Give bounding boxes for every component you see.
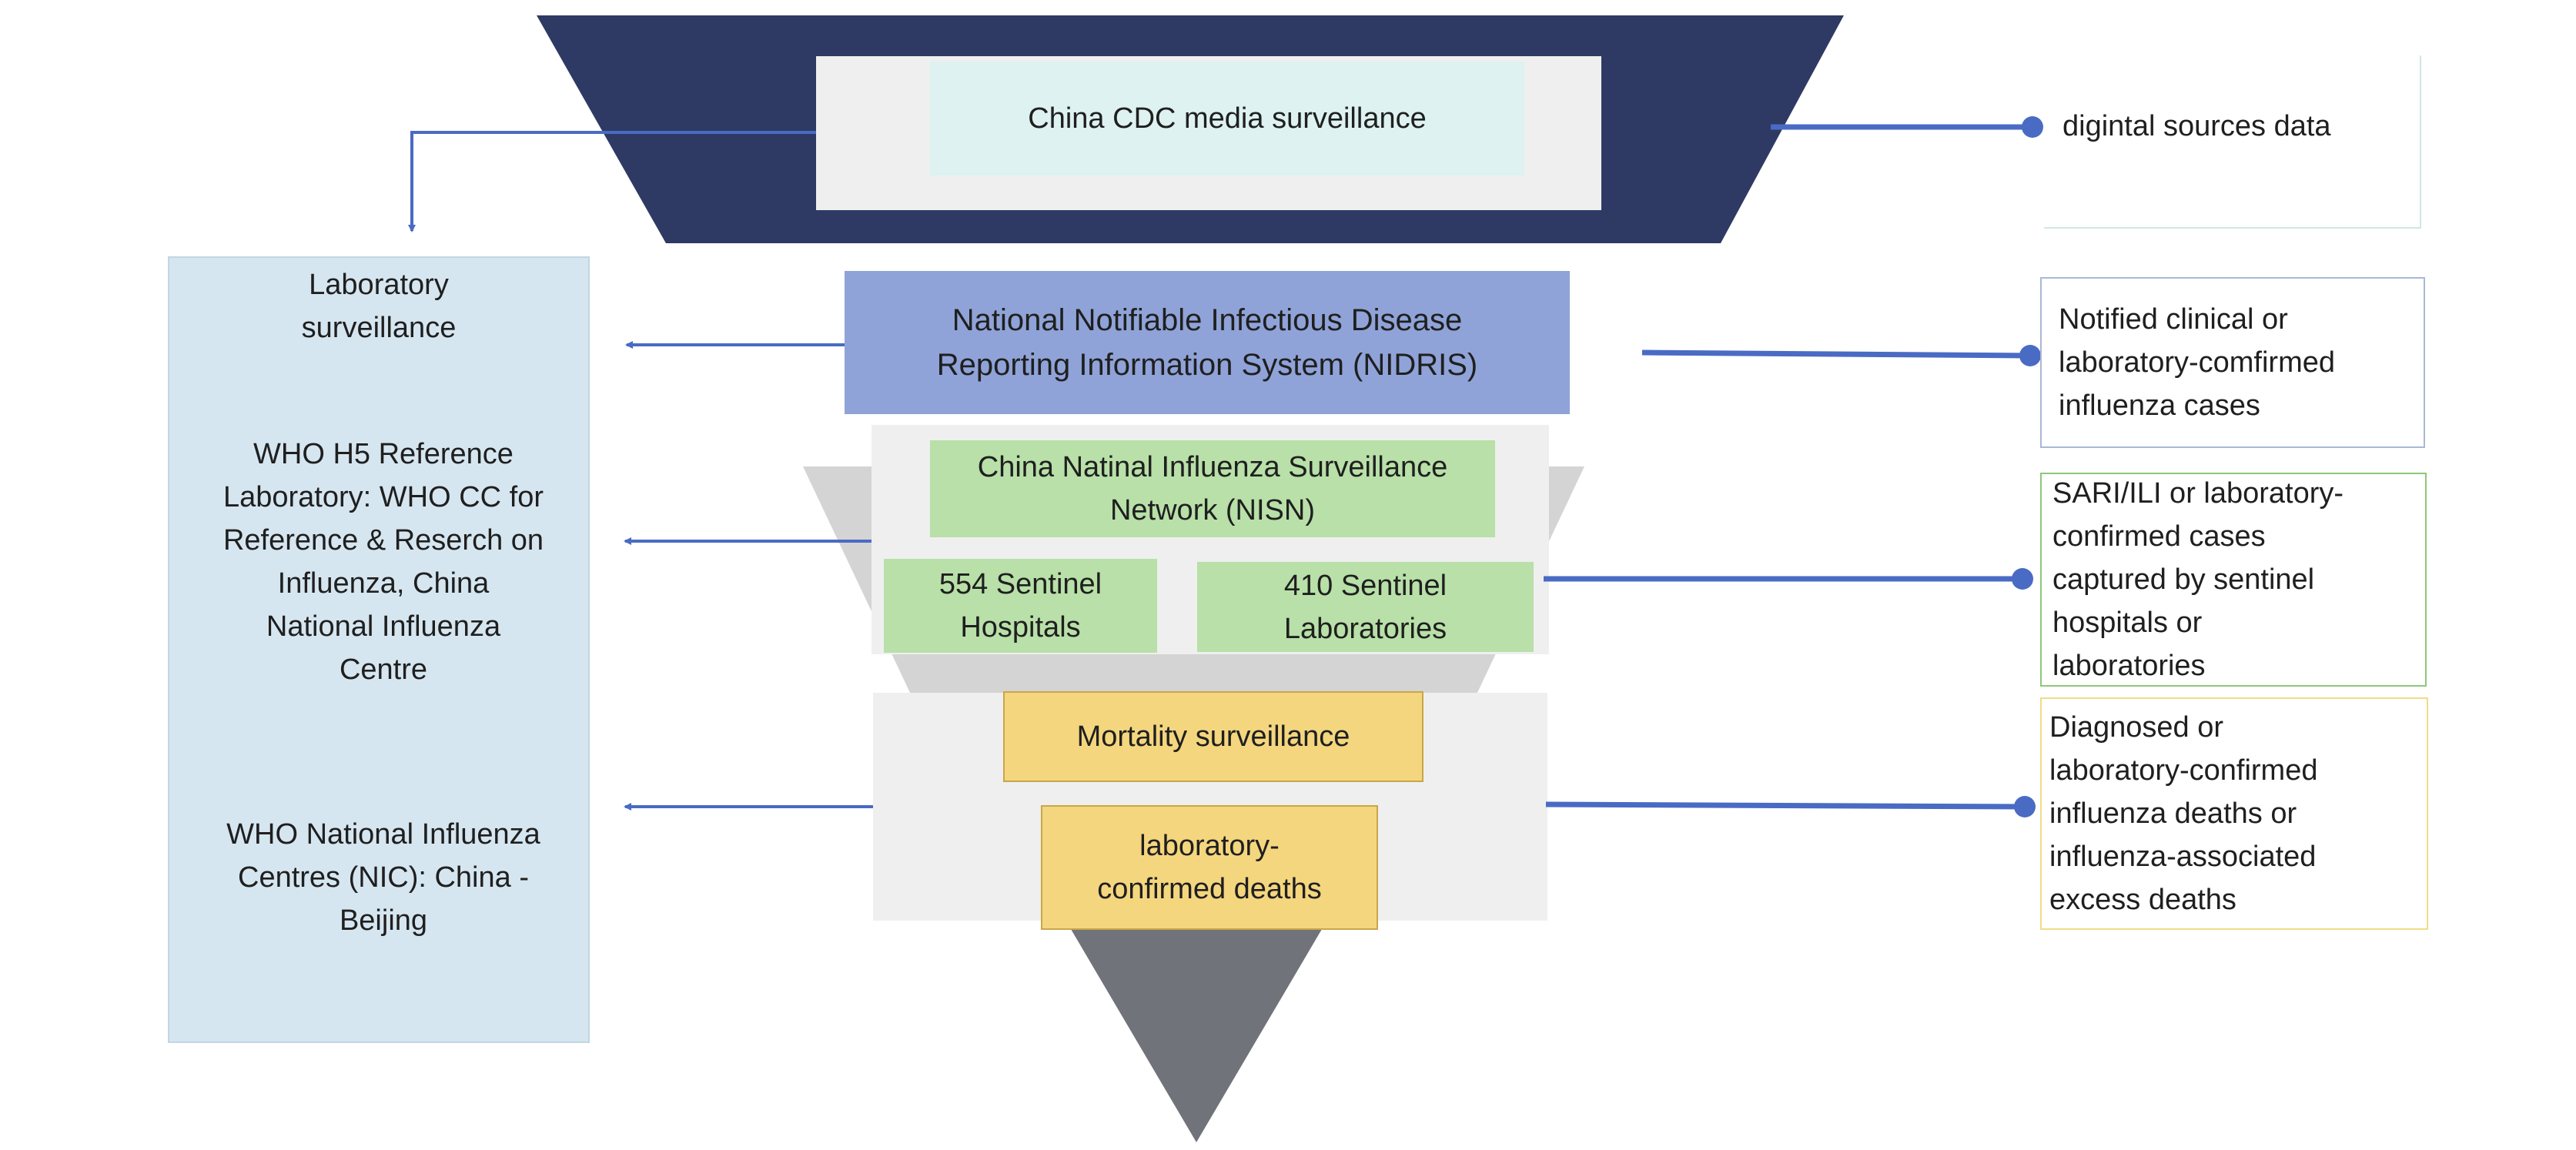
deaths-connector <box>1545 801 2026 810</box>
notified-connector <box>1641 349 2031 359</box>
sentinel-laboratories-box: 410 Sentinel Laboratories <box>1197 562 1534 652</box>
funnel-tip-shape <box>1069 925 1324 1142</box>
who-h5-box: WHO H5 Reference Laboratory: WHO CC for … <box>191 420 576 704</box>
nisn-box: China Natinal Influenza Surveillance Net… <box>930 440 1495 537</box>
who-nic-box: WHO National Influenza Centres (NIC): Ch… <box>191 808 576 947</box>
deaths-box: Diagnosed or laboratory-confirmed influe… <box>2040 697 2428 930</box>
notified-connector-dot <box>2019 345 2041 366</box>
notified-cases-box: Notified clinical or laboratory-comfirme… <box>2040 277 2425 448</box>
mortality-surveillance-label: Mortality surveillance <box>1076 720 1350 753</box>
lab-confirmed-deaths-box: laboratory- confirmed deaths <box>1041 805 1378 930</box>
sentinel-hospitals-box: 554 Sentinel Hospitals <box>884 559 1157 653</box>
deaths-label: Diagnosed or laboratory-confirmed influe… <box>2049 711 2318 916</box>
mortality-surveillance-box: Mortality surveillance <box>1003 691 1423 782</box>
digital-connector-dot <box>2022 116 2043 138</box>
who-nic-label: WHO National Influenza Centres (NIC): Ch… <box>226 818 540 937</box>
sari-connector-dot <box>2012 568 2033 590</box>
who-h5-label: WHO H5 Reference Laboratory: WHO CC for … <box>222 438 544 686</box>
sentinel-laboratories-label: 410 Sentinel Laboratories <box>1283 569 1447 645</box>
notified-cases-label: Notified clinical or laboratory-comfirme… <box>2059 303 2335 422</box>
lab-confirmed-deaths-label: laboratory- confirmed deaths <box>1097 830 1322 905</box>
nisn-label: China Natinal Influenza Surveillance Net… <box>977 451 1448 527</box>
media-surveillance-box: China CDC media surveillance <box>930 62 1524 176</box>
digital-sources-box: digintal sources data <box>2044 55 2421 229</box>
laboratory-panel <box>168 256 590 1043</box>
nidris-label: National Notifiable Infectious Disease R… <box>936 303 1478 382</box>
sari-ili-box: SARI/ILI or laboratory- confirmed cases … <box>2040 473 2427 687</box>
nidris-box: National Notifiable Infectious Disease R… <box>845 271 1570 414</box>
media-surveillance-label: China CDC media surveillance <box>1028 102 1427 135</box>
sari-ili-label: SARI/ILI or laboratory- confirmed cases … <box>2052 477 2344 682</box>
deaths-connector-dot <box>2014 796 2036 817</box>
media-to-lab-arrow <box>408 131 818 232</box>
digital-sources-label: digintal sources data <box>2062 110 2331 142</box>
sentinel-hospitals-label: 554 Sentinel Hospitals <box>938 568 1102 644</box>
laboratory-title: Laboratory surveillance <box>168 262 590 351</box>
laboratory-title-label: Laboratory surveillance <box>301 269 457 344</box>
